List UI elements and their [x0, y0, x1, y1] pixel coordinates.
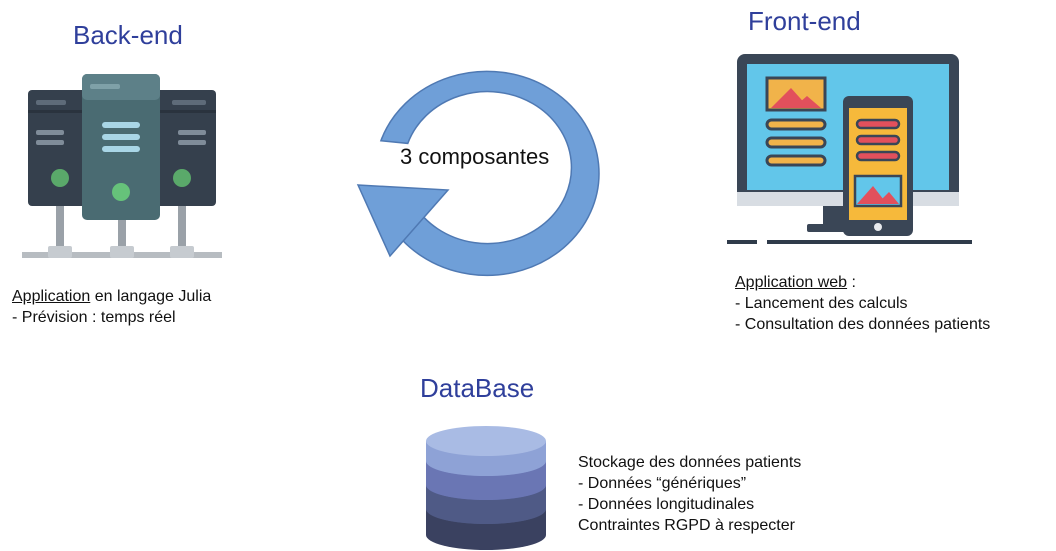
frontend-desc-line2: - Lancement des calculs: [735, 295, 908, 312]
monitor-tablet-icon: [727, 52, 972, 250]
backend-desc-line2: - Prévision : temps réel: [12, 309, 176, 326]
frontend-desc-line3: - Consultation des données patients: [735, 316, 991, 333]
database-desc-line: - Données “génériques”: [578, 475, 747, 492]
database-desc-line: Contraintes RGPD à respecter: [578, 517, 795, 534]
frontend-title: Front-end: [748, 6, 861, 36]
backend-desc-rest: en langage Julia: [90, 288, 212, 305]
backend-description: Application en langage Julia - Prévision…: [12, 286, 211, 328]
database-desc-line: - Données longitudinales: [578, 496, 755, 513]
frontend-description: Application web : - Lancement des calcul…: [735, 272, 990, 335]
database-cylinder-icon: [424, 425, 548, 551]
circular-arrow-icon: [350, 38, 630, 288]
backend-desc-underlined: Application: [12, 288, 91, 305]
server-rack-icon: [22, 68, 222, 268]
frontend-desc-rest: :: [847, 274, 856, 291]
database-title: DataBase: [420, 373, 535, 403]
backend-title: Back-end: [73, 20, 183, 50]
frontend-desc-underlined: Application web: [735, 274, 848, 291]
database-description: Stockage des données patients - Données …: [578, 452, 801, 536]
cycle-label: 3 composantes: [400, 144, 550, 169]
database-desc-line: Stockage des données patients: [578, 454, 802, 471]
